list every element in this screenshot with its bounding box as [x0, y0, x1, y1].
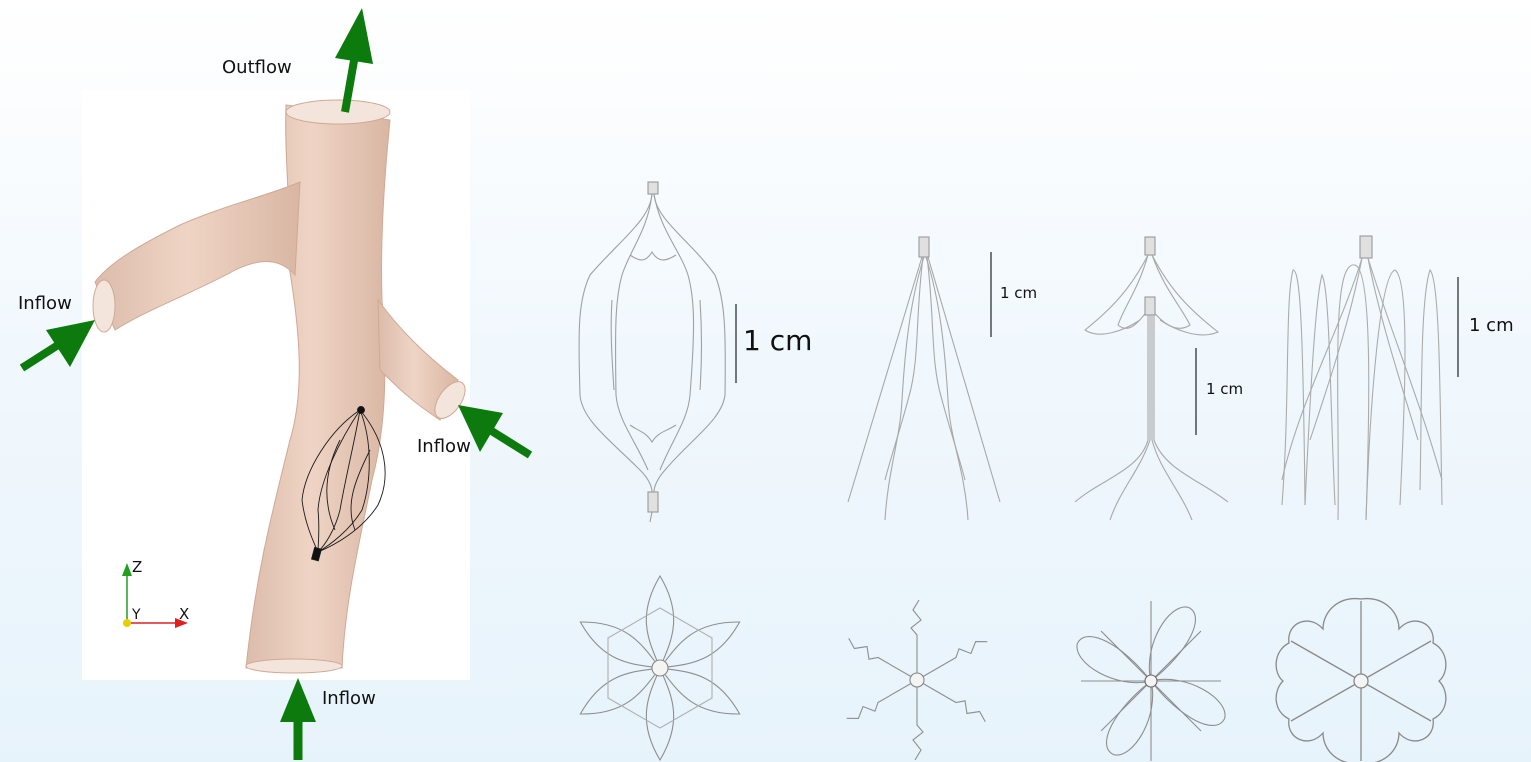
filter-1-scale-label: 1 cm	[743, 324, 812, 357]
inflow-left-label: Inflow	[18, 293, 72, 314]
filter-4-scale-bar: 1 cm	[1458, 277, 1514, 377]
filter-4-side-view	[1282, 236, 1442, 520]
filter-4-top-view	[1276, 599, 1446, 762]
filter-2-side-view	[848, 237, 1000, 520]
z-axis-label: Z	[132, 558, 142, 576]
filter-2-scale-label: 1 cm	[1000, 284, 1037, 302]
filter-2-scale-bar: 1 cm	[991, 252, 1037, 337]
outflow-label: Outflow	[222, 57, 292, 78]
filter-3-scale-label: 1 cm	[1206, 380, 1243, 398]
vessel-panel: Z Y X Outflow Inflow	[18, 8, 530, 760]
y-axis-dot	[123, 619, 131, 627]
filter-3: 1 cm	[1070, 237, 1243, 762]
left-inflow-opening	[93, 280, 115, 332]
x-axis-label: X	[179, 605, 189, 623]
filter-1-side-view	[579, 182, 725, 522]
y-axis-label: Y	[131, 607, 141, 623]
filter-4-scale-label: 1 cm	[1469, 315, 1514, 336]
filter-3-side-view	[1075, 237, 1228, 520]
filter-2: 1 cm	[845, 237, 1037, 760]
filter-2-top-view	[845, 600, 990, 760]
bottom-inflow-arrow	[280, 678, 316, 760]
filter-1-scale-bar: 1 cm	[736, 304, 812, 383]
bottom-inflow-opening	[246, 659, 342, 673]
filter-3-top-view	[1070, 600, 1232, 762]
inflow-bottom-label: Inflow	[322, 688, 376, 709]
filter-1-top-view	[573, 576, 746, 760]
filter-1: 1 cm	[573, 182, 812, 760]
outflow-opening	[286, 100, 390, 124]
filter-3-scale-bar: 1 cm	[1196, 348, 1243, 435]
inflow-right-label: Inflow	[417, 436, 471, 457]
filter-4: 1 cm	[1276, 236, 1513, 762]
